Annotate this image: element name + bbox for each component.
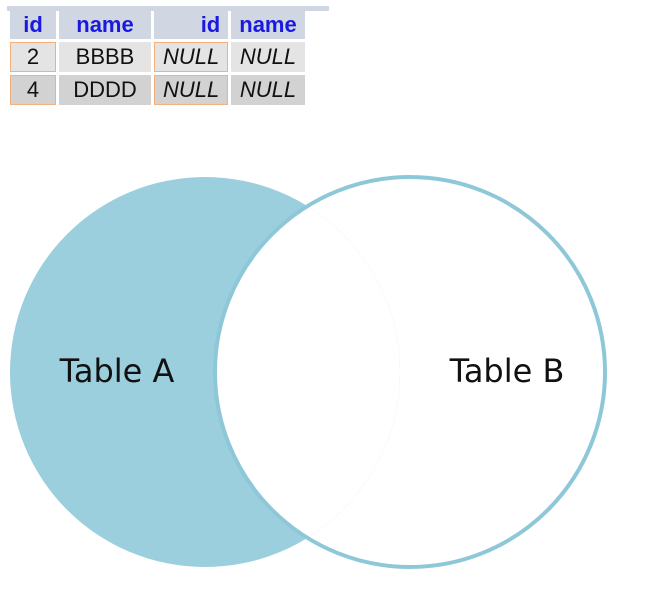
cell-a-id: 4 bbox=[10, 75, 56, 105]
column-header-b-id[interactable]: id bbox=[154, 11, 229, 39]
intersection-region bbox=[215, 177, 400, 567]
table-row: 4 DDDD NULL NULL bbox=[10, 75, 305, 105]
cell-b-name: NULL bbox=[231, 75, 305, 105]
column-header-a-name[interactable]: name bbox=[59, 11, 151, 39]
cell-b-id: NULL bbox=[154, 75, 229, 105]
column-header-b-name[interactable]: name bbox=[231, 11, 305, 39]
column-header-a-id[interactable]: id bbox=[10, 11, 56, 39]
cell-a-id: 2 bbox=[10, 42, 56, 72]
table-b-label: Table B bbox=[449, 352, 565, 390]
cell-a-name: DDDD bbox=[59, 75, 151, 105]
query-result-table: id name id name 2 BBBB NULL NULL 4 DDDD … bbox=[7, 8, 308, 108]
cell-b-id: NULL bbox=[154, 42, 229, 72]
table-b-circle bbox=[213, 175, 607, 569]
table-a-label: Table A bbox=[59, 352, 175, 390]
cell-a-name: BBBB bbox=[59, 42, 151, 72]
table-row: 2 BBBB NULL NULL bbox=[10, 42, 305, 72]
cell-b-name: NULL bbox=[231, 42, 305, 72]
table-header-bar bbox=[7, 6, 329, 11]
table-header-row: id name id name bbox=[10, 11, 305, 39]
